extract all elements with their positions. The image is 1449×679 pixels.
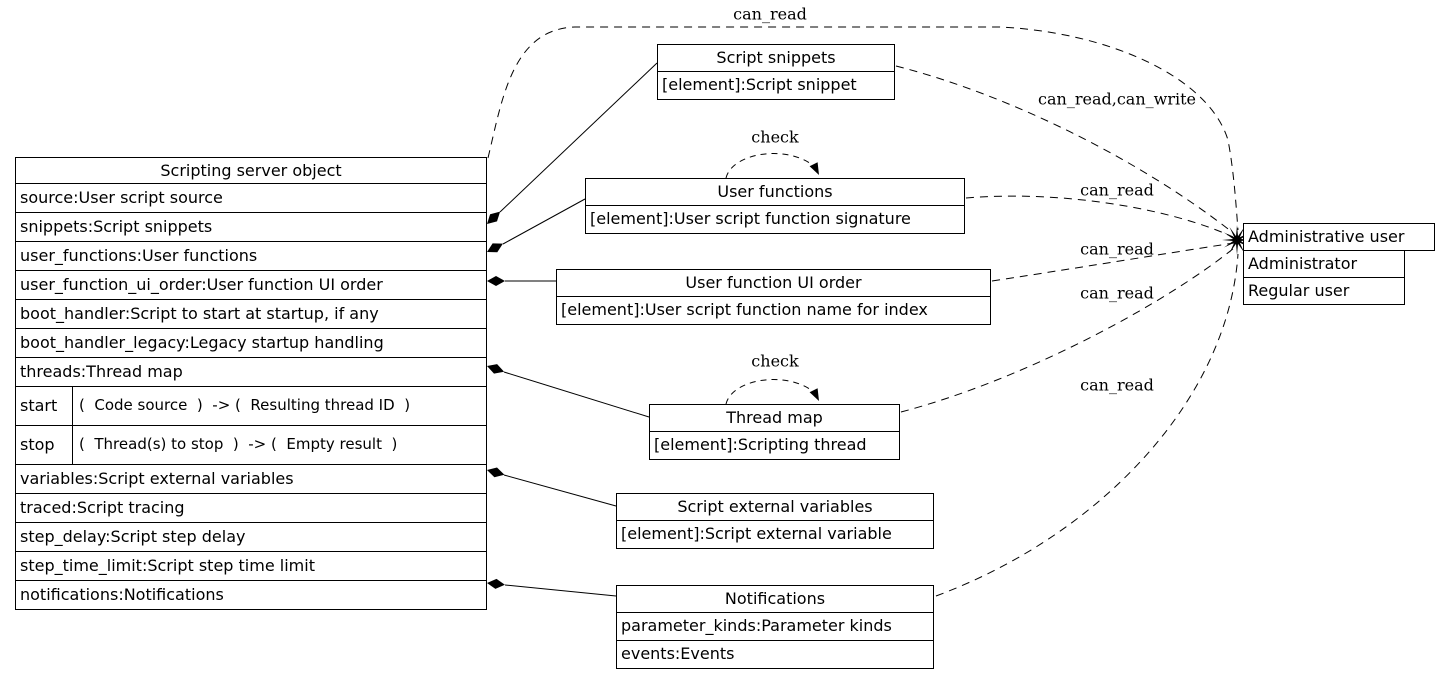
attr-row-threads: threads:Thread map	[16, 357, 486, 386]
diamond-ui-order	[487, 276, 505, 286]
edge-check-user-functions	[725, 153, 815, 179]
attr-row-user-function-ui-order: user_function_ui_order:User function UI …	[16, 270, 486, 299]
arrow-starburst	[1222, 225, 1252, 255]
script-snippets-element-row: [element]:Script snippet	[658, 71, 894, 99]
user-functions-title: User functions	[717, 182, 833, 201]
edge-thread-map-can-read	[900, 247, 1235, 413]
attr-row-user-functions: user_functions:User functions	[16, 241, 486, 270]
script-snippets-box: Script snippets [element]:Script snippet	[657, 44, 895, 100]
edge-variables-composition	[503, 474, 617, 507]
attr-row-step-time-limit: step_time_limit:Script step time limit	[16, 551, 486, 580]
attr-row-boot-handler: boot_handler:Script to start at startup,…	[16, 299, 486, 328]
script-snippets-title: Script snippets	[716, 48, 836, 67]
notifications-parameter-kinds-row: parameter_kinds:Parameter kinds	[617, 612, 933, 640]
attr-row-variables: variables:Script external variables	[16, 464, 486, 493]
notifications-box: Notifications parameter_kinds:Parameter …	[616, 585, 934, 669]
edge-user-functions-can-read	[965, 195, 1234, 238]
thread-map-box: Thread map [element]:Scripting thread	[649, 404, 900, 460]
edge-main-can-read	[487, 26, 1239, 231]
attr-row-step-delay: step_delay:Script step delay	[16, 522, 486, 551]
diamond-notifications	[487, 578, 505, 589]
label-snippets-can-read-can-write: can_read,can_write	[1038, 89, 1196, 109]
diamond-variables	[487, 467, 505, 478]
notifications-title: Notifications	[724, 589, 826, 608]
user-function-ui-order-element-row: [element]:User script function name for …	[557, 296, 990, 324]
edge-notifications-can-read	[935, 253, 1239, 597]
thread-map-element-row: [element]:Scripting thread	[650, 431, 899, 459]
method-name-stop: stop	[16, 426, 73, 464]
edge-snippets-composition	[499, 62, 658, 213]
method-row-stop: stop ( Thread(s) to stop ) -> ( Empty re…	[16, 425, 486, 464]
edge-threads-composition	[503, 371, 650, 418]
user-function-ui-order-title: User function UI order	[685, 273, 862, 292]
administrative-user-role-administrator: Administrator	[1243, 250, 1405, 278]
edge-user-functions-composition	[502, 198, 586, 245]
administrative-user-title: Administrative user	[1243, 223, 1435, 251]
diamond-snippets	[487, 211, 501, 224]
script-external-variables-box: Script external variables [element]:Scri…	[616, 493, 934, 549]
script-external-variables-element-row: [element]:Script external variable	[617, 520, 933, 548]
script-external-variables-title: Script external variables	[677, 497, 873, 516]
arrowhead-check-thread-map	[809, 388, 819, 401]
main-object-title: Scripting server object	[160, 161, 342, 180]
label-user-functions-can-read: can_read	[1080, 180, 1154, 200]
label-notifications-can-read: can_read	[1080, 375, 1154, 395]
administrative-user-role-regular-user: Regular user	[1243, 277, 1405, 305]
label-main-can-read: can_read	[733, 4, 807, 24]
arrowhead-check-user-functions	[809, 162, 819, 175]
attr-row-traced: traced:Script tracing	[16, 493, 486, 522]
notifications-events-row: events:Events	[617, 640, 933, 668]
attr-row-source: source:User script source	[16, 183, 486, 212]
method-signature-start: ( Code source ) -> ( Resulting thread ID…	[79, 396, 411, 414]
label-check-user-functions: check	[751, 127, 799, 147]
label-check-thread-map: check	[751, 351, 799, 371]
method-name-start: start	[16, 387, 73, 425]
method-signature-stop: ( Thread(s) to stop ) -> ( Empty result …	[79, 435, 398, 453]
attr-row-notifications: notifications:Notifications	[16, 580, 486, 609]
attr-row-snippets: snippets:Script snippets	[16, 212, 486, 241]
user-functions-element-row: [element]:User script function signature	[586, 205, 964, 233]
scripting-server-object-box: Scripting server object source:User scri…	[15, 157, 487, 610]
label-thread-map-can-read: can_read	[1080, 283, 1154, 303]
diamond-user-functions	[487, 243, 503, 253]
edge-check-thread-map	[725, 379, 815, 405]
edge-notifications-composition	[504, 584, 617, 597]
attr-row-boot-handler-legacy: boot_handler_legacy:Legacy startup handl…	[16, 328, 486, 357]
method-row-start: start ( Code source ) -> ( Resulting thr…	[16, 386, 486, 425]
edge-snippets-can-read-can-write	[895, 65, 1233, 233]
diamond-threads	[487, 364, 505, 374]
thread-map-title: Thread map	[726, 408, 823, 427]
user-functions-box: User functions [element]:User script fun…	[585, 178, 965, 234]
label-ui-order-can-read: can_read	[1080, 239, 1154, 259]
user-function-ui-order-box: User function UI order [element]:User sc…	[556, 269, 991, 325]
